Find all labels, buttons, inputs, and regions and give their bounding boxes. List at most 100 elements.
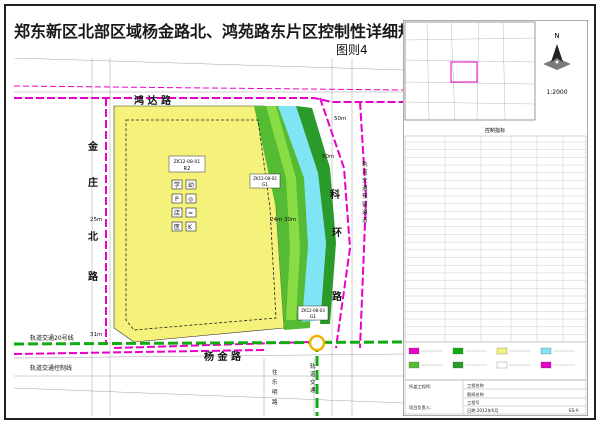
- title-block: [404, 379, 587, 415]
- svg-text:路: 路: [272, 398, 278, 406]
- svg-text:学: 学: [174, 181, 180, 189]
- page-title: 郑东新区北部区域杨金路北、鸿苑路东片区控制性详细规划: [14, 22, 431, 41]
- label-project-name: 工程名称: [467, 382, 484, 389]
- table-title: 控制指标: [485, 127, 505, 134]
- legend-symbols: [404, 341, 587, 381]
- svg-text:ZK12-08-01: ZK12-08-01: [174, 159, 201, 165]
- svg-text:N: N: [554, 32, 559, 40]
- bus-icon: [185, 221, 197, 232]
- parcel-label-3: ZK12-08-03 G1: [297, 305, 329, 321]
- svg-text:明: 明: [272, 389, 278, 396]
- svg-text:路: 路: [88, 270, 99, 283]
- width-north: 50m: [334, 116, 346, 122]
- rail-line-20: [14, 340, 404, 346]
- svg-text:通: 通: [310, 386, 316, 394]
- green-belt-east[interactable]: [296, 106, 336, 324]
- parcel-label-1: ZK12-08-01 R2: [168, 155, 206, 173]
- label-sheet: ES-A: [569, 408, 579, 413]
- legend-swatch: [540, 361, 552, 369]
- key-map: [404, 21, 536, 121]
- svg-text:道: 道: [310, 370, 316, 378]
- parcel-label-2: ZK12-08-02 G1: [249, 173, 281, 189]
- rail-label-20: 轨道交通20号线: [30, 334, 74, 342]
- svg-text:通: 通: [362, 208, 368, 216]
- planning-map: ZK12-08-01 R2 ZK12-08-02 G1 ZK12-08-03 G…: [14, 58, 404, 416]
- sheet-number: 图则4: [336, 43, 368, 57]
- legend-swatch: [408, 361, 420, 369]
- width-west-top: 25m: [90, 217, 102, 223]
- label-company: 所盖工程师:: [409, 383, 431, 390]
- facility-icons: [171, 179, 197, 232]
- svg-text:店: 店: [174, 209, 180, 217]
- svg-text:≈: ≈: [188, 210, 193, 217]
- svg-text:G1: G1: [310, 314, 316, 320]
- label-date: 日期 2012年6月: [467, 407, 498, 414]
- residential-parcel[interactable]: [113, 105, 285, 343]
- width-east: 50m: [322, 154, 334, 160]
- svg-text:轨: 轨: [362, 160, 368, 168]
- legend-swatch: [496, 361, 508, 369]
- svg-text:G1: G1: [262, 182, 268, 188]
- toilet-icon: [185, 193, 197, 204]
- svg-text:道: 道: [362, 216, 368, 224]
- legend-swatch: [452, 347, 464, 355]
- svg-text:通: 通: [362, 184, 368, 192]
- svg-text:K: K: [188, 224, 193, 231]
- water-channel[interactable]: [278, 106, 326, 322]
- width-west-bottom: 31m: [90, 332, 102, 338]
- svg-text:◎: ◎: [188, 196, 193, 203]
- label-drawing-no: 工程号: [467, 399, 480, 406]
- legend-swatch: [408, 347, 420, 355]
- school-icon: [171, 179, 183, 190]
- shop-icon: [171, 207, 183, 218]
- setback-line: [125, 119, 277, 331]
- svg-text:住: 住: [272, 368, 278, 376]
- width-inner-b: 30m: [284, 217, 296, 223]
- kindergarten-icon: [185, 179, 197, 190]
- svg-text:乐: 乐: [272, 379, 278, 386]
- svg-text:P: P: [175, 196, 179, 203]
- svg-text:北: 北: [88, 230, 98, 243]
- road-red-lines: [14, 97, 404, 355]
- north-arrow-icon: N: [543, 32, 571, 70]
- label-drawing-name: 图纸名称: [467, 391, 484, 398]
- svg-text:ZK12-08-02: ZK12-08-02: [253, 176, 277, 181]
- background-grid: [14, 58, 404, 416]
- svg-text:路: 路: [332, 290, 343, 303]
- rail-station[interactable]: [308, 334, 326, 352]
- wifi-icon: [185, 207, 197, 218]
- svg-text:环: 环: [332, 227, 342, 239]
- width-inner-a: 24m: [270, 217, 282, 223]
- clinic-icon: [171, 221, 183, 232]
- parking-icon: [171, 193, 183, 204]
- legend-panel: N 1:2000 控制指标 所盖工程师: 项目负责人: 工程名称 图纸名称 工程…: [403, 20, 588, 416]
- road-name-south: 杨 金 路: [204, 350, 242, 363]
- road-name-east: 科环路: [330, 188, 343, 303]
- svg-text:科: 科: [330, 188, 340, 201]
- svg-text:留: 留: [362, 200, 368, 208]
- svg-text:道: 道: [362, 168, 368, 176]
- label-manager: 项目负责人:: [409, 404, 431, 411]
- legend-swatch: [452, 361, 464, 369]
- svg-text:R2: R2: [184, 166, 191, 172]
- legend-swatch: [540, 347, 552, 355]
- svg-text:幼: 幼: [188, 181, 194, 189]
- rail-label-control: 轨道交通控制线: [30, 364, 72, 372]
- road-name-north: 鸿 达 路: [134, 94, 172, 107]
- indicator-table: [404, 135, 587, 343]
- svg-text:庄: 庄: [88, 176, 98, 189]
- svg-text:金: 金: [87, 140, 99, 153]
- svg-text:医: 医: [174, 224, 180, 231]
- green-belt-inner[interactable]: [266, 106, 300, 320]
- svg-text:交: 交: [310, 378, 316, 386]
- scale-text: 1:2000: [546, 89, 567, 96]
- svg-text:预: 预: [362, 192, 368, 200]
- rail-label-line1: 轨道交通: [310, 362, 316, 394]
- svg-text:轨: 轨: [310, 362, 316, 370]
- svg-text:交: 交: [362, 176, 368, 184]
- legend-swatch: [496, 347, 508, 355]
- svg-text:ZK12-08-03: ZK12-08-03: [301, 308, 325, 313]
